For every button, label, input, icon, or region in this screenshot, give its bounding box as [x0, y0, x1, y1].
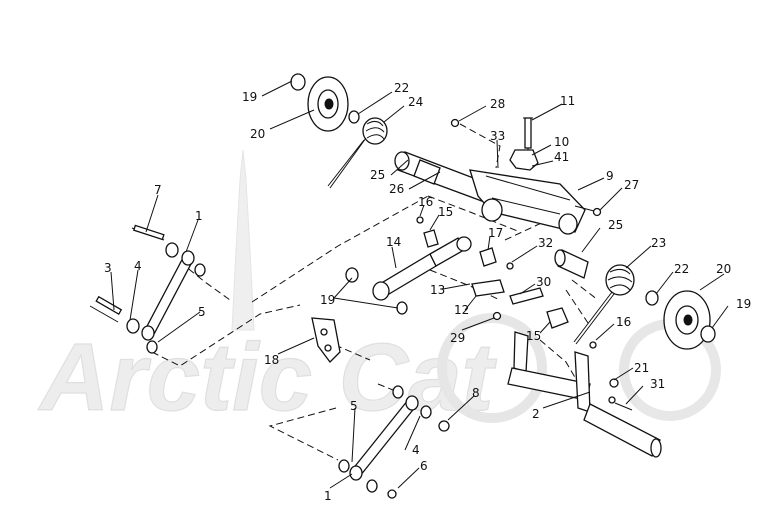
callout-16: 16 — [418, 195, 433, 209]
slide-frame-bracket — [450, 117, 586, 235]
callout-30: 30 — [536, 275, 551, 289]
callout-16-right: 16 — [616, 315, 631, 329]
callout-12: 12 — [454, 303, 469, 317]
callout-31: 31 — [650, 377, 665, 391]
right-idler-wheel — [645, 290, 716, 350]
callout-20-right: 20 — [716, 262, 731, 276]
callout-5: 5 — [198, 305, 206, 319]
rear-axle-assembly — [507, 331, 662, 458]
callout-32: 32 — [538, 236, 553, 250]
lower-arm — [338, 385, 450, 499]
callout-1: 1 — [195, 209, 203, 223]
callout-9: 9 — [606, 169, 614, 183]
callout-41: 41 — [554, 150, 569, 164]
callout-23: 23 — [651, 236, 666, 250]
callout-17: 17 — [488, 226, 503, 240]
callout-10: 10 — [554, 135, 569, 149]
callout-19-center: 19 — [320, 293, 335, 307]
callout-6: 6 — [420, 459, 428, 473]
callout-14: 14 — [386, 235, 401, 249]
callout-27: 27 — [624, 178, 639, 192]
callout-24: 24 — [408, 95, 423, 109]
callout-5-lower: 5 — [350, 399, 358, 413]
callout-13: 13 — [430, 283, 445, 297]
callout-4-lower: 4 — [412, 443, 420, 457]
callout-29: 29 — [450, 331, 465, 345]
callout-7: 7 — [154, 183, 162, 197]
callout-21: 21 — [634, 361, 649, 375]
callout-28: 28 — [490, 97, 505, 111]
callout-11: 11 — [560, 94, 575, 108]
callout-4: 4 — [134, 259, 142, 273]
callout-19-right: 19 — [736, 297, 751, 311]
callout-19: 19 — [242, 90, 257, 104]
leader-lines — [110, 80, 729, 489]
upper-left-idler-wheel — [290, 73, 360, 132]
callout-15: 15 — [438, 205, 453, 219]
callout-18: 18 — [264, 353, 279, 367]
callout-15-lower: 15 — [526, 329, 541, 343]
shock-absorber — [345, 216, 472, 315]
mounting-bracket — [311, 317, 341, 363]
callout-25: 25 — [370, 168, 385, 182]
callout-1-lower: 1 — [324, 489, 332, 503]
right-tube — [554, 205, 602, 279]
callout-2: 2 — [532, 407, 540, 421]
callout-26: 26 — [389, 182, 404, 196]
callout-22: 22 — [394, 81, 409, 95]
right-torsion-spring — [573, 264, 635, 345]
upper-torsion-spring — [327, 117, 388, 189]
callout-3: 3 — [104, 261, 112, 275]
callout-labels: 19 22 24 20 28 11 33 10 41 25 26 9 27 7 … — [104, 81, 751, 503]
callout-8: 8 — [472, 386, 480, 400]
callout-22-right: 22 — [674, 262, 689, 276]
left-upper-arm — [89, 224, 206, 354]
assembly-lines — [151, 123, 599, 461]
center-link-parts — [471, 247, 597, 349]
callout-20: 20 — [250, 127, 265, 141]
callout-33: 33 — [490, 129, 505, 143]
callout-25-right: 25 — [608, 218, 623, 232]
